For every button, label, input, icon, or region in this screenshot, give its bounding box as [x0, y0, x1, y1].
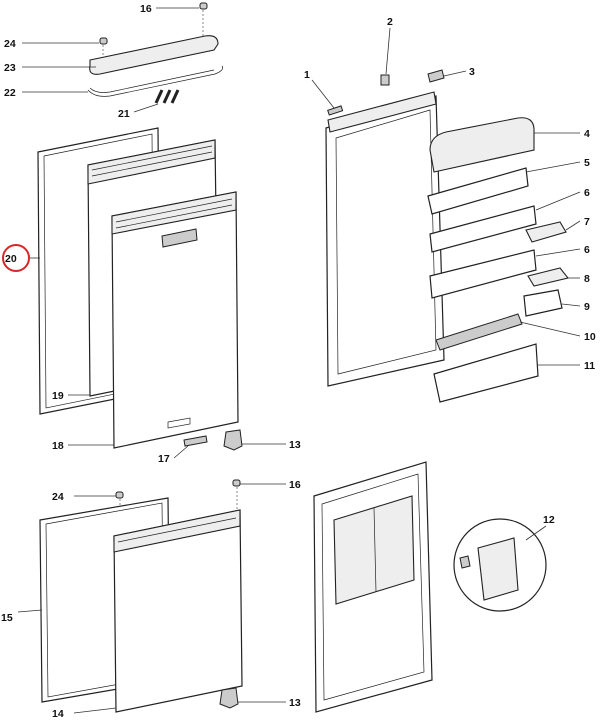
- label-11: 11: [584, 360, 595, 372]
- leader-lines: [17, 7, 581, 714]
- hinge-screw-16-top: [199, 2, 208, 36]
- fridge-door-inner: [325, 91, 445, 387]
- label-16-top: 16: [140, 3, 152, 15]
- label-3: 3: [469, 66, 475, 78]
- label-20: 20: [5, 253, 17, 265]
- label-24-top: 24: [4, 38, 16, 50]
- label-1: 1: [304, 69, 310, 81]
- door-shelf-6-b: [429, 249, 537, 299]
- label-21: 21: [118, 108, 130, 120]
- door-shelf-5: [427, 167, 529, 215]
- label-19: 19: [52, 390, 64, 402]
- label-6-a: 6: [584, 187, 590, 199]
- label-13-upper: 13: [289, 439, 301, 451]
- hinge-13-lower: [219, 687, 239, 709]
- label-6-b: 6: [584, 244, 590, 256]
- bottle-shelf-11: [433, 343, 539, 403]
- lower-door-14: [113, 509, 243, 713]
- label-16-bottom: 16: [289, 479, 301, 491]
- label-12: 12: [543, 514, 555, 526]
- egg-tray-7: [525, 221, 567, 243]
- label-24-bottom: 24: [52, 491, 64, 503]
- label-18: 18: [52, 440, 64, 452]
- hinge-13-upper: [223, 429, 243, 451]
- label-10: 10: [584, 331, 596, 343]
- label-13-lower: 13: [289, 697, 301, 709]
- label-9: 9: [584, 301, 590, 313]
- part-1: [327, 105, 344, 116]
- freezer-door-inner: [313, 461, 433, 713]
- label-8: 8: [584, 273, 590, 285]
- label-5: 5: [584, 157, 590, 169]
- part-12-detail: [453, 518, 547, 612]
- label-17: 17: [158, 453, 170, 465]
- part-2: [380, 74, 390, 86]
- door-shelf-6-a: [429, 205, 537, 253]
- dairy-compartment-4: [429, 117, 535, 173]
- part-labels: 16 24 23 22 21 20 19 18 17 13 1 2 3 4 5 …: [1, 3, 596, 720]
- handle-clips-21: [154, 89, 180, 104]
- part-3: [427, 69, 445, 83]
- label-14: 14: [52, 708, 64, 720]
- handle-cover-23: [89, 35, 219, 75]
- label-22: 22: [4, 87, 16, 99]
- part-9: [523, 289, 563, 317]
- label-15: 15: [1, 612, 13, 624]
- handle-bar-22: [87, 65, 224, 97]
- bottle-retainer-10: [435, 313, 523, 351]
- label-23: 23: [4, 62, 16, 74]
- highlight-circle-20: [2, 244, 30, 272]
- label-2: 2: [387, 16, 393, 28]
- hinge-screw-16-bottom: [232, 479, 241, 512]
- label-4: 4: [584, 128, 590, 140]
- upper-door-18: [111, 191, 239, 449]
- badge-17: [183, 435, 208, 447]
- label-7: 7: [584, 216, 590, 228]
